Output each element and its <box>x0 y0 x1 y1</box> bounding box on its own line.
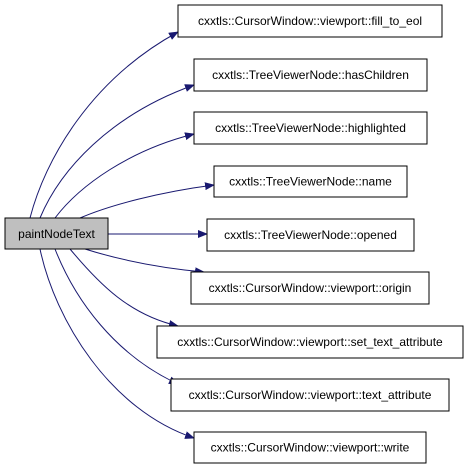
edge-6 <box>84 248 205 276</box>
target-node-8[interactable]: cxxtls::CursorWindow::viewport::text_att… <box>170 378 450 412</box>
target-node-label: cxxtls::TreeViewerNode::opened <box>224 228 397 242</box>
edge-8 <box>54 248 179 385</box>
target-node-4[interactable]: cxxtls::TreeViewerNode::name <box>213 165 408 198</box>
target-node-label: cxxtls::TreeViewerNode::highlighted <box>215 121 406 135</box>
target-node-1[interactable]: cxxtls::CursorWindow::viewport::fill_to_… <box>177 4 443 38</box>
target-node-box <box>193 431 427 464</box>
target-node-6[interactable]: cxxtls::CursorWindow::viewport::origin <box>190 271 430 305</box>
target-node-box <box>190 271 430 305</box>
target-node-box <box>193 58 428 92</box>
target-node-box <box>177 4 443 38</box>
edge-7 <box>69 248 179 328</box>
target-node-5[interactable]: cxxtls::TreeViewerNode::opened <box>206 218 415 252</box>
edge-9 <box>39 248 195 439</box>
target-node-box <box>193 111 428 145</box>
target-node-label: cxxtls::CursorWindow::viewport::text_att… <box>189 388 432 402</box>
target-node-2[interactable]: cxxtls::TreeViewerNode::hasChildren <box>193 58 428 92</box>
target-node-label: cxxtls::CursorWindow::viewport::write <box>211 441 410 455</box>
target-node-7[interactable]: cxxtls::CursorWindow::viewport::set_text… <box>156 325 464 359</box>
target-node-label: cxxtls::CursorWindow::viewport::origin <box>209 281 412 295</box>
target-node-3[interactable]: cxxtls::TreeViewerNode::highlighted <box>193 111 428 145</box>
edge-2 <box>39 84 195 219</box>
nodes-layer: paintNodeText cxxtls::CursorWindow::view… <box>4 4 464 464</box>
target-node-label: cxxtls::TreeViewerNode::hasChildren <box>212 68 409 82</box>
edge-1 <box>29 31 179 219</box>
target-node-box <box>170 378 450 412</box>
source-node-label: paintNodeText <box>18 227 95 241</box>
target-node-box <box>206 218 415 252</box>
edge-4 <box>79 182 215 219</box>
edges-layer <box>29 31 215 439</box>
edge-3 <box>54 132 195 219</box>
target-node-label: cxxtls::CursorWindow::viewport::set_text… <box>177 335 443 349</box>
target-node-9[interactable]: cxxtls::CursorWindow::viewport::write <box>193 431 427 464</box>
target-node-label: cxxtls::TreeViewerNode::name <box>229 175 392 189</box>
source-node-box <box>4 217 109 250</box>
source-node[interactable]: paintNodeText <box>4 217 109 250</box>
target-node-label: cxxtls::CursorWindow::viewport::fill_to_… <box>198 14 422 28</box>
target-node-box <box>156 325 464 359</box>
target-node-box <box>213 165 408 198</box>
